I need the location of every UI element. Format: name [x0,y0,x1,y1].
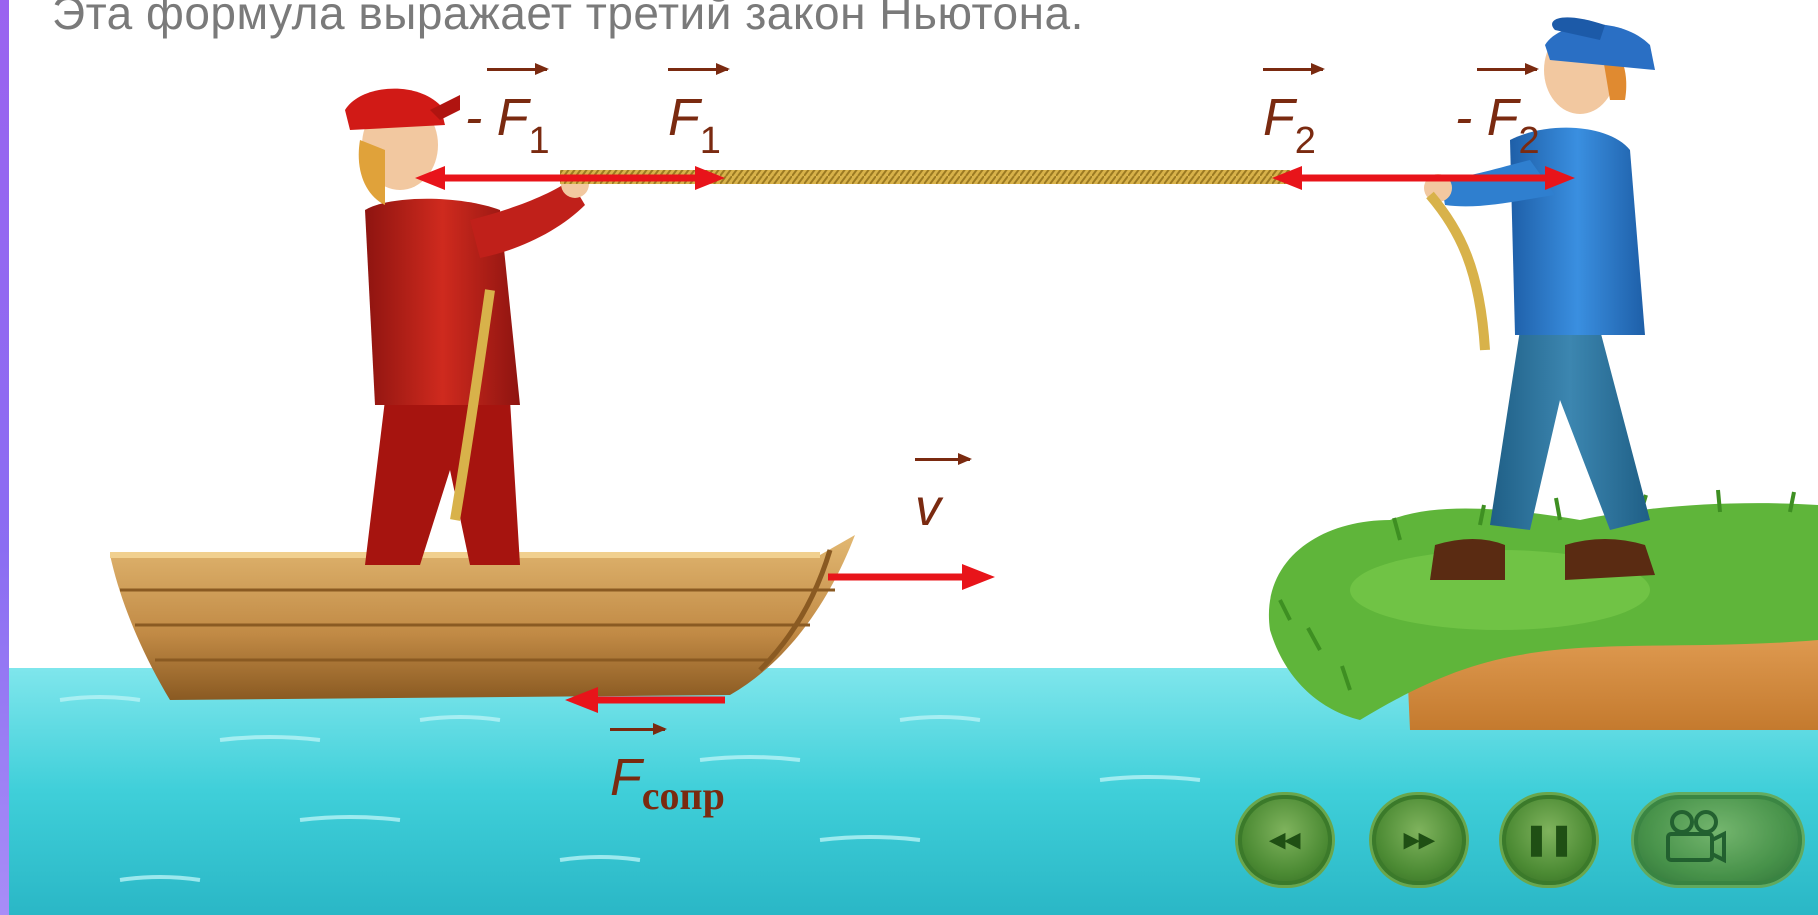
label-neg-f2: - F2 [1455,63,1540,162]
rewind-button[interactable]: ◂◂ [1238,795,1332,885]
left-frame-border [0,0,9,915]
label-resistance-force: Fсопр [610,723,725,818]
formula-caption: Эта формула выражает третий закон Ньютон… [52,0,1084,39]
arrow-resistance-head [565,687,598,713]
label-f2: F2 [1263,63,1325,162]
rewind-icon: ◂◂ [1269,823,1301,856]
fast-forward-button[interactable]: ▸▸ [1372,795,1466,885]
pause-icon: ❚❚ [1523,823,1575,856]
film-camera-icon [1666,810,1726,864]
force-arrows [415,166,1575,713]
rope [560,170,1290,184]
pause-button[interactable]: ❚❚ [1502,795,1596,885]
arrow-f2-head [1272,166,1302,190]
arrow-neg-f2-head [1545,166,1575,190]
arrow-f1-head [695,166,725,190]
red-person-figure [345,88,589,565]
label-f1: F1 [668,63,730,162]
wooden-boat [110,535,855,700]
arrow-neg-f1-head [415,166,445,190]
label-velocity: v [915,453,972,538]
grass-island [1268,489,1818,730]
camera-button[interactable] [1634,795,1802,885]
arrow-velocity-head [962,564,995,590]
fast-forward-icon: ▸▸ [1403,823,1435,856]
label-neg-f1: - F1 [465,63,550,162]
